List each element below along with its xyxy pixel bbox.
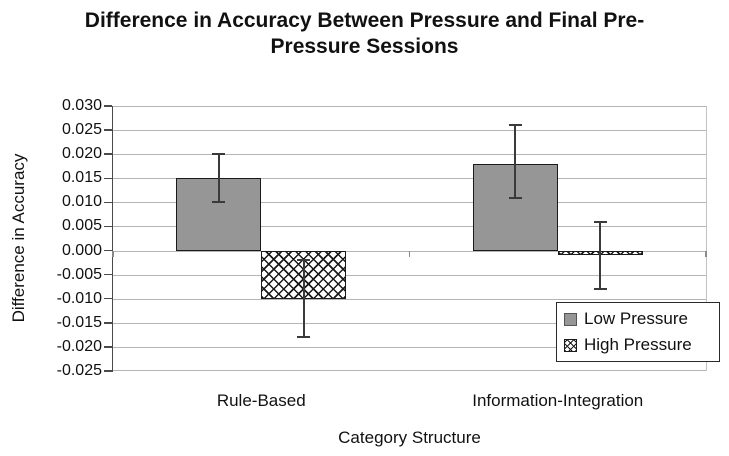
x-axis-tick bbox=[705, 250, 707, 257]
y-tick-label-0.000: 0.000 bbox=[61, 241, 102, 259]
y-axis-tick bbox=[104, 297, 112, 300]
y-axis-line bbox=[111, 106, 114, 372]
x-category-label-rule-based: Rule-Based bbox=[216, 391, 306, 410]
y-tick-label-0.005: 0.005 bbox=[61, 217, 102, 235]
y-tick-label--0.010: -0.010 bbox=[56, 289, 102, 307]
error-bar-cap bbox=[593, 288, 607, 291]
y-axis-tick bbox=[104, 129, 112, 131]
y-tick-label-0.015: 0.015 bbox=[61, 169, 102, 187]
gridline bbox=[113, 274, 706, 276]
gray-swatch-icon bbox=[564, 312, 577, 326]
y-tick-label-0.025: 0.025 bbox=[61, 121, 102, 139]
error-bar-cap bbox=[212, 153, 226, 156]
legend-item-high-pressure: High Pressure bbox=[564, 332, 719, 358]
gridline bbox=[113, 322, 706, 324]
gridline bbox=[113, 298, 706, 300]
error-bar-cap bbox=[212, 201, 226, 204]
crosshatch-swatch-icon bbox=[564, 338, 577, 352]
y-axis-tick bbox=[104, 249, 112, 252]
x-axis-title: Category Structure bbox=[338, 428, 481, 447]
y-tick-label--0.005: -0.005 bbox=[56, 265, 102, 283]
error-bar-high-pressure-information-integration bbox=[599, 221, 602, 290]
y-axis-tick bbox=[104, 322, 112, 324]
x-category-label-information-integration: Information-Integration bbox=[472, 391, 644, 410]
gridline bbox=[113, 178, 706, 180]
error-bar-cap bbox=[508, 124, 522, 127]
error-bar-cap bbox=[508, 196, 522, 199]
y-tick-label-0.010: 0.010 bbox=[61, 193, 102, 211]
plot-area bbox=[113, 106, 707, 371]
legend-label: Low Pressure bbox=[584, 309, 688, 328]
y-axis-title: Difference in Accuracy bbox=[9, 153, 28, 323]
gridline bbox=[113, 130, 706, 132]
gridline bbox=[113, 202, 706, 204]
chart-title: Difference in Accuracy Between Pressure … bbox=[84, 9, 645, 58]
error-bar-low-pressure-rule-based bbox=[217, 154, 220, 203]
error-bar-cap bbox=[297, 336, 311, 339]
y-axis-tick bbox=[104, 201, 112, 204]
y-tick-label-0.030: 0.030 bbox=[61, 97, 102, 114]
y-axis-tick bbox=[104, 370, 112, 372]
y-tick-label-0.020: 0.020 bbox=[61, 145, 102, 163]
y-axis-tick bbox=[104, 346, 112, 348]
legend-label: High Pressure bbox=[584, 335, 692, 354]
error-bar-cap bbox=[297, 259, 311, 262]
gridline bbox=[113, 226, 706, 228]
gridline bbox=[113, 346, 706, 348]
y-axis-tick bbox=[104, 105, 112, 107]
y-axis-tick bbox=[104, 273, 112, 276]
error-bar-cap bbox=[593, 220, 607, 223]
gridline bbox=[113, 370, 706, 371]
x-axis-tick bbox=[408, 250, 411, 257]
x-axis-tick bbox=[112, 250, 114, 257]
y-tick-label--0.015: -0.015 bbox=[56, 313, 102, 331]
y-tick-label--0.020: -0.020 bbox=[56, 337, 102, 355]
legend-item-low-pressure: Low Pressure bbox=[564, 306, 719, 332]
y-axis-tick bbox=[104, 225, 112, 228]
gridline bbox=[113, 154, 706, 156]
y-axis-tick bbox=[104, 177, 112, 180]
error-bar-high-pressure-rule-based bbox=[302, 260, 305, 338]
y-tick-label--0.025: -0.025 bbox=[56, 362, 102, 379]
gridline bbox=[113, 106, 706, 107]
error-bar-low-pressure-information-integration bbox=[514, 125, 517, 198]
y-axis-tick bbox=[104, 153, 112, 155]
